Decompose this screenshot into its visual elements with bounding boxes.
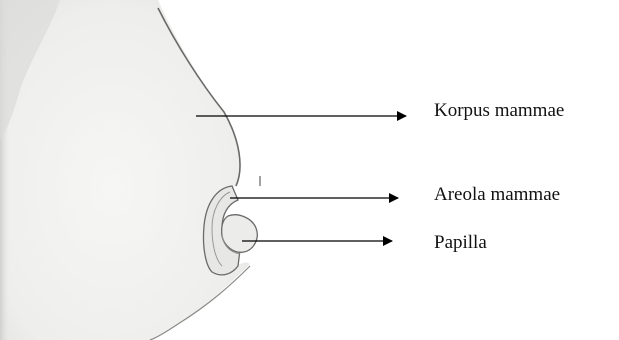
korpus-mammae-label: Korpus mammae — [434, 101, 564, 120]
areola-mammae-label: Areola mammae — [434, 185, 560, 204]
papilla-label: Papilla — [434, 233, 487, 252]
